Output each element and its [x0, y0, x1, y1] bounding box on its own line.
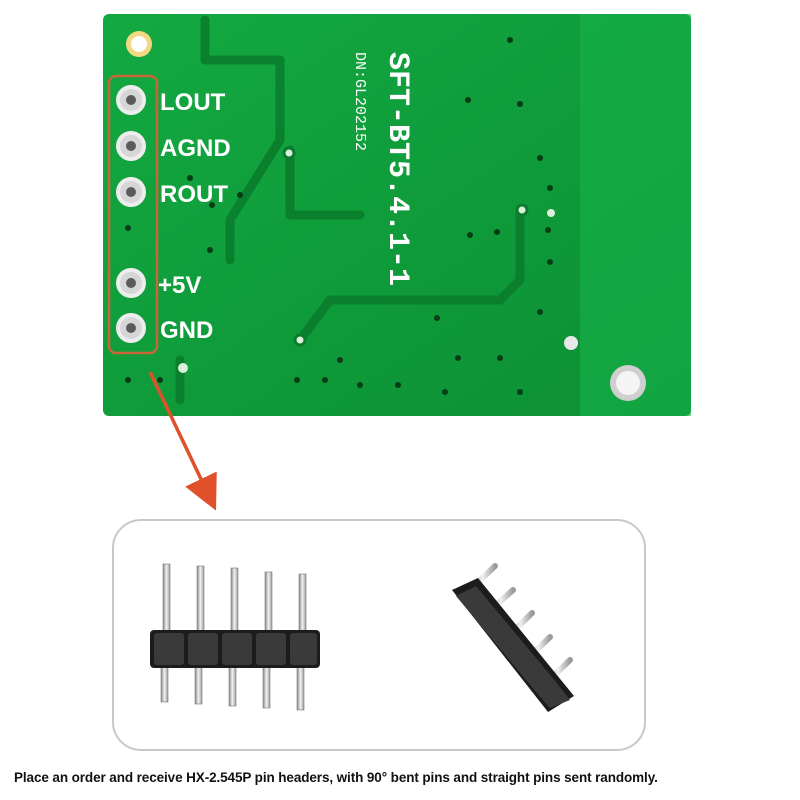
- pin-label-agnd: AGND: [160, 135, 231, 162]
- panel-frame: [112, 519, 646, 751]
- straight-pin-header: [150, 563, 320, 711]
- model-silkscreen: SFT-BT5.4.1-1: [380, 52, 414, 286]
- pin-labels: LOUT AGND ROUT +5V GND: [158, 89, 231, 344]
- serial-silkscreen: DN:GL202152: [351, 52, 368, 151]
- pin-label-lout: LOUT: [160, 89, 226, 116]
- antenna-area: [580, 14, 691, 416]
- pin-highlight-box: [107, 74, 159, 355]
- pin-label-rout: ROUT: [160, 181, 228, 208]
- pointer-arrow: [148, 371, 217, 511]
- pcb-traces: [175, 15, 525, 405]
- order-note-caption: Place an order and receive HX-2.545P pin…: [14, 770, 658, 785]
- right-angle-pin-header: [392, 563, 574, 719]
- pcb-board: LOUT AGND ROUT +5V GND SFT-BT5.4.1-1 DN:…: [103, 14, 691, 416]
- pin-label-5v: +5V: [158, 272, 201, 299]
- pcb-vias: [125, 37, 553, 395]
- pin-pads: [116, 85, 146, 343]
- pin-header-panel: [112, 519, 646, 751]
- pin-label-gnd: GND: [160, 317, 213, 344]
- pcb-body: [103, 14, 691, 416]
